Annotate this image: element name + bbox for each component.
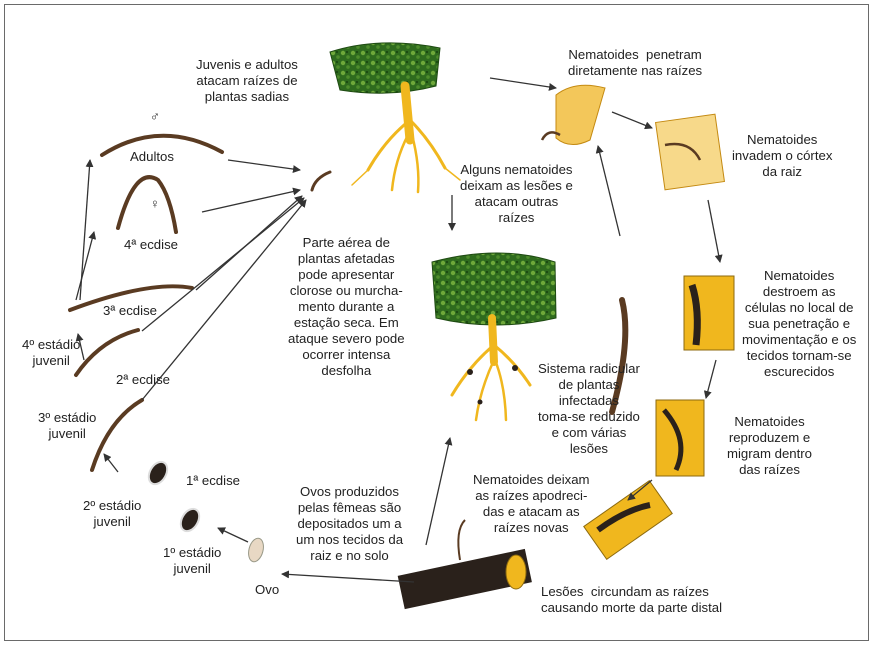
label-destroem: Nematoides destroem as células no local … bbox=[742, 268, 856, 380]
stage3-juvenile bbox=[76, 330, 138, 375]
label-2-estadio: 2º estádio juvenil bbox=[83, 498, 141, 530]
label-4-estadio: 4º estádio juvenil bbox=[22, 337, 80, 369]
male-symbol: ♂ bbox=[150, 109, 160, 125]
female-symbol: ♀ bbox=[150, 196, 160, 212]
label-1-estadio: 1º estádio juvenil bbox=[163, 545, 221, 577]
root-reproduction bbox=[656, 400, 704, 476]
label-ecdise-1: 1ª ecdise bbox=[186, 473, 240, 489]
label-apodrecidas: Nematoides deixam as raízes apodreci- da… bbox=[473, 472, 590, 536]
stage1-juvenile-coiled bbox=[145, 459, 171, 488]
label-lesoes: Lesões circundam as raízes causando mort… bbox=[541, 584, 722, 616]
label-sistema-radicular: Sistema radicular de plantas infectadas … bbox=[538, 361, 640, 457]
healthy-plant bbox=[330, 43, 460, 192]
label-reproduzem: Nematoides reproduzem e migram dentro da… bbox=[727, 414, 812, 478]
root-cortex bbox=[656, 114, 725, 190]
label-ovo: Ovo bbox=[255, 582, 279, 598]
label-juvenis-adultos: Juvenis e adultos atacam raízes de plant… bbox=[196, 57, 298, 105]
stage2-juvenile bbox=[92, 400, 142, 470]
label-ecdise-3: 3ª ecdise bbox=[103, 303, 157, 319]
label-ecdise-4: 4ª ecdise bbox=[124, 237, 178, 253]
root-rotted bbox=[584, 481, 672, 560]
egg bbox=[246, 537, 266, 564]
label-invadem: Nematoides invadem o córtex da raiz bbox=[732, 132, 832, 180]
root-penetration bbox=[542, 85, 605, 144]
label-adultos: Adultos bbox=[130, 149, 174, 165]
juvenile-attack bbox=[312, 172, 330, 190]
label-parte-aerea: Parte aérea de plantas afetadas pode apr… bbox=[288, 235, 405, 379]
label-ecdise-2: 2ª ecdise bbox=[116, 372, 170, 388]
label-penetram: Nematoides penetram diretamente nas raíz… bbox=[568, 47, 702, 79]
label-ovos: Ovos produzidos pelas fêmeas são deposit… bbox=[296, 484, 403, 564]
root-destroyed-tissue bbox=[684, 276, 734, 350]
adult-female bbox=[118, 177, 176, 232]
label-3-estadio: 3º estádio juvenil bbox=[38, 410, 96, 442]
egg-juvenile-coiled bbox=[177, 506, 203, 535]
label-deixam-lesoes: Alguns nematoides deixam as lesões e ata… bbox=[460, 162, 573, 226]
